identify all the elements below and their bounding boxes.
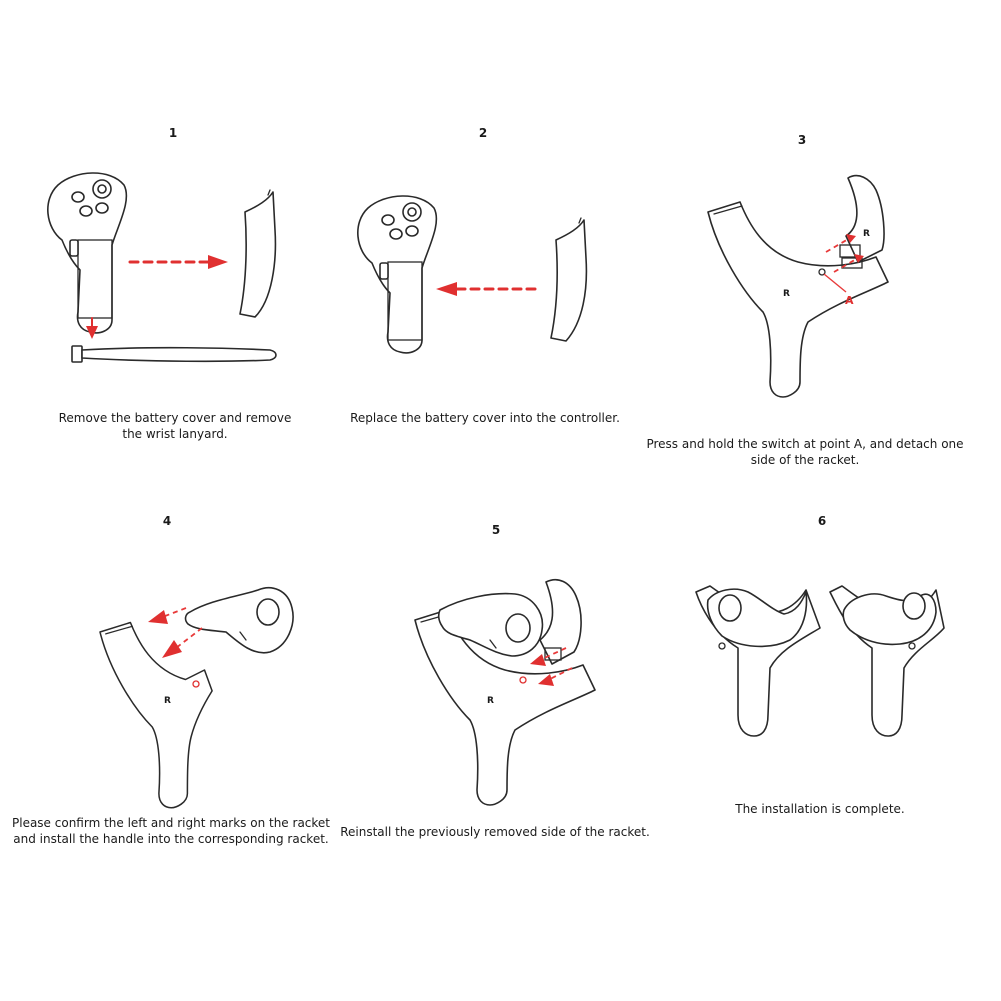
battery-cover-icon [239, 189, 277, 318]
racket-r-mark: R [487, 696, 494, 706]
racket-r-mark: R [164, 696, 171, 706]
reinstall-arrow-lower [547, 667, 573, 681]
step-4-number: 4 [162, 514, 172, 528]
racket-side-piece-icon [539, 578, 582, 665]
step-6-number: 6 [817, 514, 827, 528]
step-6-caption: The installation is complete. [735, 802, 905, 816]
left-racket-icon [695, 585, 821, 737]
reinstall-arrow-upper [539, 647, 567, 661]
switch-point [192, 680, 200, 688]
controller-handle-icon [184, 586, 294, 654]
side-piece-r-mark: R [863, 229, 870, 239]
wrist-lanyard-icon [71, 345, 277, 363]
point-a-label: A [845, 294, 854, 307]
step-1-caption: Remove the battery cover and remove the … [58, 411, 292, 441]
insert-arrow-lower [175, 627, 203, 649]
detach-arrow-lower [833, 257, 859, 273]
switch-point [519, 676, 527, 684]
controller-handle-icon [437, 592, 544, 657]
racket-r-mark: R [783, 289, 790, 299]
step-5-number: 5 [491, 523, 501, 537]
step-2-caption: Replace the battery cover into the contr… [350, 411, 620, 425]
step-4-caption: Please confirm the left and right marks … [12, 816, 330, 846]
step-3-caption: Press and hold the switch at point A, an… [646, 437, 964, 467]
step-1-number: 1 [168, 126, 178, 140]
racket-side-piece-icon [839, 174, 885, 269]
racket-icon [707, 201, 889, 398]
remove-arrow-head [208, 255, 228, 269]
controller-icon [357, 195, 438, 354]
racket-icon [99, 621, 213, 809]
switch-point-a [818, 268, 826, 276]
replace-arrow-head [436, 282, 457, 296]
battery-cover-icon [550, 217, 588, 342]
right-racket-icon [829, 585, 945, 737]
insert-arrow-upper [159, 607, 187, 619]
step-5-caption: Reinstall the previously removed side of… [340, 825, 650, 839]
step-3-number: 3 [797, 133, 807, 147]
lanyard-arrow-head [86, 326, 98, 339]
step-2-number: 2 [478, 126, 488, 140]
detach-arrow-upper [825, 237, 851, 253]
